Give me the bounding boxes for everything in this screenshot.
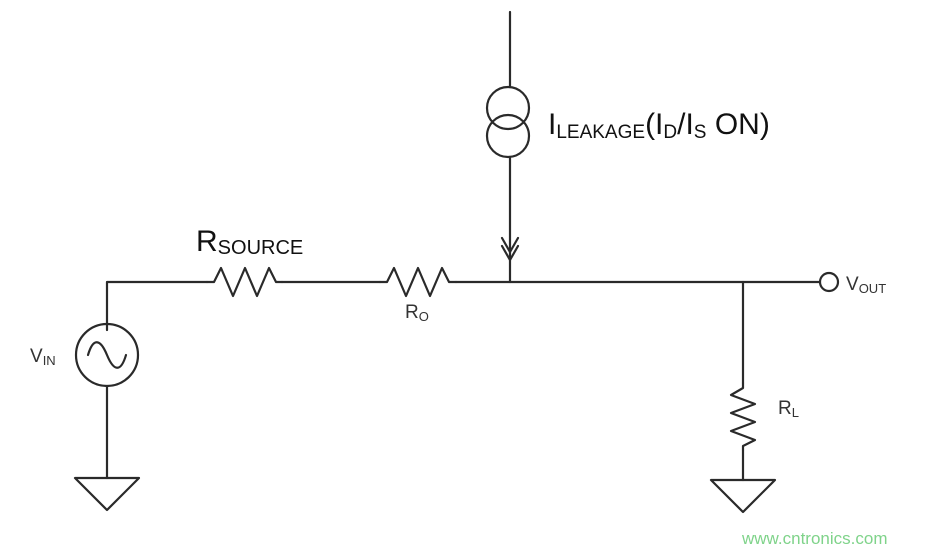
- sine-wave-icon: [86, 341, 128, 369]
- rsource-label: RSOURCE: [196, 225, 303, 259]
- current-source-top-circle: [485, 85, 531, 131]
- watermark: www.cntronics.com: [741, 529, 887, 548]
- ro-resistor: [378, 266, 458, 298]
- rl-label: RL: [778, 398, 799, 420]
- rl-ground-icon: [709, 478, 777, 514]
- leakage-label: ILEAKAGE(ID/IS ON): [548, 108, 770, 143]
- rsource-resistor: [205, 266, 284, 298]
- ro-label: RO: [405, 302, 429, 324]
- current-source-bottom-circle: [485, 113, 531, 159]
- leakage-arrow-icon: [500, 236, 520, 262]
- vout-label: VOUT: [846, 274, 886, 296]
- rl-resistor: [729, 381, 757, 452]
- vin-ground-icon: [73, 476, 141, 512]
- vout-terminal: [818, 271, 840, 293]
- vin-label: VIN: [30, 346, 56, 368]
- input-wire-left: [105, 280, 209, 332]
